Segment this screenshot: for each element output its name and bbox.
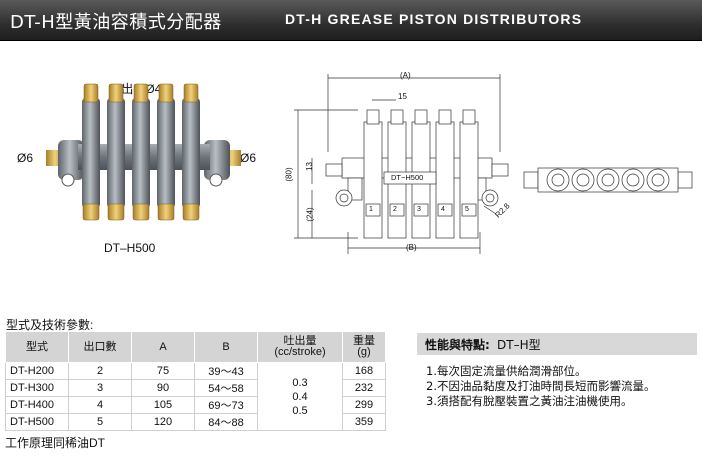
col-header: 出口數	[68, 331, 132, 363]
product-photo	[46, 83, 241, 221]
top-view-drawing	[523, 167, 693, 193]
right-port-label: Ø6	[240, 151, 257, 165]
left-port-label: Ø6	[17, 151, 34, 165]
title-english: DT-H GREASE PISTON DISTRIBUTORS	[285, 11, 583, 27]
dim-pitch: 15	[398, 92, 407, 101]
specs-title: 型式及技術參數:	[6, 318, 94, 332]
col-header: B	[194, 331, 258, 363]
table-row: DT-H200 2 75 39～43 0.3 0.4 0.5 168	[5, 362, 386, 431]
features-list: 1.每次固定流量供給潤滑部位。 2.不因油品黏度及打油時間長短而影響流量。 3.…	[426, 364, 655, 409]
outlet-number: 4	[441, 206, 445, 213]
body-label: DT−H500	[391, 173, 424, 182]
table-row: DT-H500 5 120 84～88 359	[5, 413, 386, 431]
list-item: 2.不因油品黏度及打油時間長短而影響流量。	[426, 379, 656, 393]
dim-24: (24)	[305, 207, 315, 222]
dim-13: 13	[304, 162, 314, 171]
footer-note: 工作原理同稀油DT	[5, 436, 105, 450]
dim-height: (80)	[284, 167, 294, 182]
technical-drawing	[294, 74, 509, 254]
model-label: DT–H500	[104, 241, 156, 255]
list-item: 3.須搭配有脫壓裝置之黃油注油機使用。	[426, 394, 633, 408]
header-bar: DT-H型黃油容積式分配器 DT-H GREASE PISTON DISTRIB…	[0, 0, 702, 41]
list-item: 1.每次固定流量供給潤滑部位。	[426, 364, 587, 378]
outlet-number: 3	[417, 206, 421, 213]
col-header: A	[131, 331, 195, 363]
dim-a: (A)	[400, 71, 411, 80]
discharge-cell: 0.3 0.4 0.5	[257, 362, 343, 431]
features-header-bar	[417, 333, 697, 355]
dim-b: (B)	[406, 243, 417, 252]
outlet-number: 1	[369, 206, 373, 213]
features-heading: 性能與特點:	[425, 338, 490, 352]
col-header: 型式	[5, 331, 69, 363]
features-model: DT–H型	[497, 338, 541, 352]
col-header: 重量 (g)	[342, 331, 386, 363]
outlet-number: 5	[465, 206, 469, 213]
col-header: 吐出量 (cc/stroke)	[257, 331, 343, 363]
title-chinese: DT-H型黃油容積式分配器	[10, 12, 222, 33]
specs-table: 型式 出口數 A B 吐出量 (cc/stroke) 重量 (g) DT-H20…	[5, 331, 386, 431]
outlet-number: 2	[393, 206, 397, 213]
